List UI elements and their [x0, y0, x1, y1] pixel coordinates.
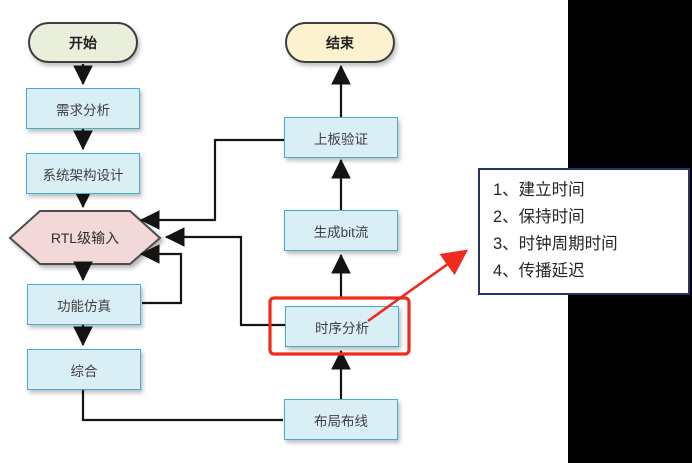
timing-callout-box: 1、建立时间 2、保持时间 3、时钟周期时间 4、传播延迟	[478, 168, 690, 295]
node-requirements: 需求分析	[26, 88, 140, 129]
node-functional-sim: 功能仿真	[27, 284, 141, 325]
callout-line: 2、保持时间	[493, 208, 585, 226]
node-timing-analysis: 时序分析	[285, 306, 399, 347]
node-board-validation: 上板验证	[284, 117, 398, 158]
callout-line: 1、建立时间	[493, 181, 585, 199]
line-synthesis-to-placeroute	[81, 389, 283, 422]
node-architecture: 系统架构设计	[26, 153, 140, 194]
feedback-timing-to-rtl	[164, 227, 285, 327]
node-synthesis: 综合	[27, 349, 141, 390]
callout-line: 4、传播延迟	[493, 262, 585, 280]
node-generate-bitstream: 生成bit流	[284, 210, 398, 251]
callout-line: 3、时钟周期时间	[493, 235, 618, 253]
node-start: 开始	[28, 22, 138, 63]
node-end: 结束	[285, 22, 395, 63]
node-rtl-input-label: RTL级输入	[50, 230, 120, 246]
node-place-route: 布局布线	[284, 399, 398, 440]
feedback-board-to-rtl	[139, 138, 284, 230]
